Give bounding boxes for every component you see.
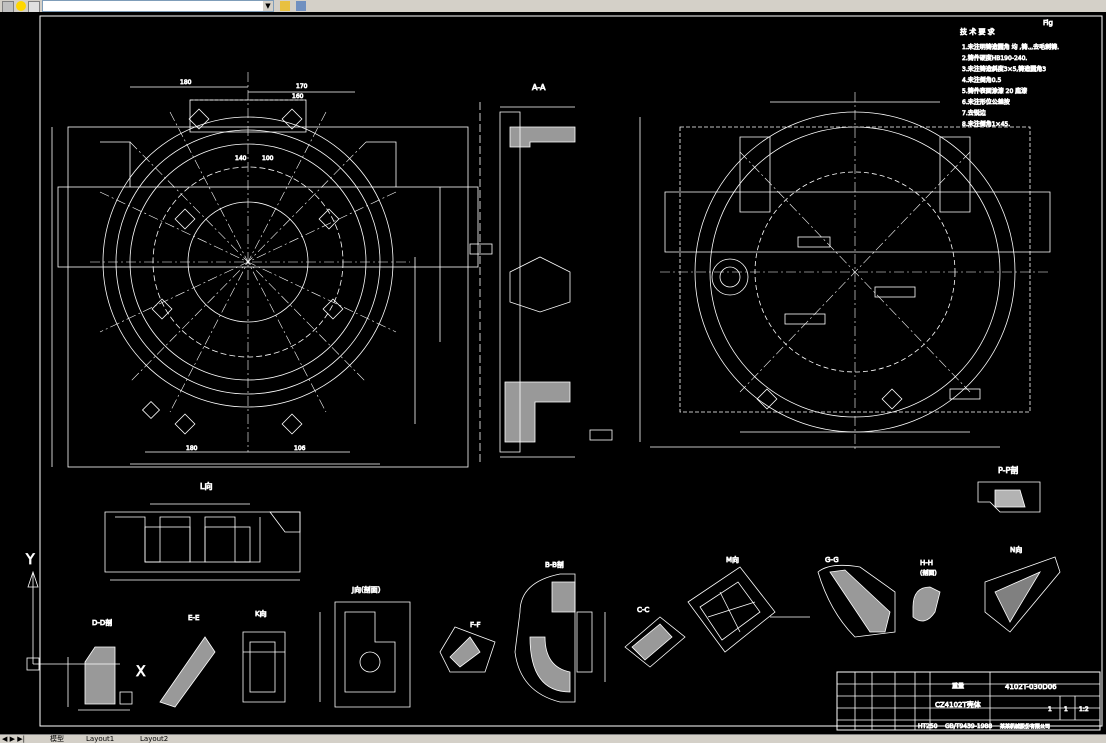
label-section-gg: G-G — [825, 556, 839, 564]
label-view-k: K向 — [255, 609, 267, 618]
label-section-pp: P-P剖 — [998, 465, 1018, 475]
label-section-bb: B-B剖 — [545, 560, 564, 569]
dim-180b: 180 — [186, 445, 198, 452]
tech-note-line: 6.未注形位公差按 — [962, 98, 1010, 106]
layer-previous-icon[interactable] — [280, 1, 290, 11]
layout-tabs-bar: ◀ ▶ ▶| 模型 Layout1 Layout2 — [0, 734, 1106, 743]
dim-160: 160 — [292, 93, 304, 100]
tech-note-line: 2.铸件硬度HB190-240. — [962, 54, 1027, 62]
section-ff — [439, 626, 496, 673]
title-weight-label: 重量 — [952, 682, 964, 690]
layer-manager-icon[interactable] — [296, 1, 306, 11]
ucs-icon — [26, 570, 120, 671]
label-section-ff: F-F — [470, 621, 481, 629]
label-section-hh: H-H — [920, 559, 933, 567]
side-view — [639, 92, 1051, 452]
section-bb — [514, 573, 606, 703]
view-l — [104, 503, 301, 581]
title-drawing-no: 4102T-030D06 — [1005, 683, 1057, 691]
tech-note-line: 7.去锐边 — [962, 109, 986, 117]
view-m — [687, 566, 810, 653]
label-view-j: J向(剖面) — [351, 585, 381, 594]
cad-drawing: 180 170 160 140 100 180 106 A-A — [25, 15, 1103, 731]
tab-nav-icon[interactable]: ◀ ▶ ▶| — [2, 735, 25, 743]
label-view-l: L向 — [200, 481, 212, 491]
section-aa — [469, 102, 613, 462]
sun-icon[interactable] — [16, 1, 26, 11]
section-ee — [159, 636, 216, 708]
dim-106: 106 — [294, 445, 306, 452]
layer-dropdown[interactable]: ▼ — [42, 0, 274, 12]
section-hh — [912, 586, 941, 622]
view-n — [984, 556, 1061, 633]
tech-note-line: 3.未注铸造斜度3×5,铸造圆角3 — [962, 65, 1046, 73]
front-view — [51, 72, 479, 468]
title-material: HT250 — [918, 723, 938, 730]
dim-140: 140 — [235, 155, 247, 162]
label-section-dd: D-D剖 — [92, 618, 112, 627]
dim-180: 180 — [180, 79, 192, 86]
title-scale: 1:2 — [1079, 706, 1089, 713]
tech-note-line: 8.未注倒角1×45. — [962, 120, 1010, 128]
section-gg — [817, 564, 896, 638]
tab-model[interactable]: 模型 — [50, 735, 64, 743]
label-section-ee: E-E — [188, 614, 199, 622]
tab-layout2[interactable]: Layout2 — [140, 735, 169, 743]
chevron-down-icon[interactable]: ▼ — [263, 1, 273, 11]
label-section-hh-sub: (剖面) — [920, 569, 937, 577]
dim-170: 170 — [296, 83, 308, 90]
label-view-m: M向 — [726, 555, 739, 564]
viewport-label: Fig — [1043, 19, 1053, 27]
sheet-border — [39, 15, 1103, 727]
title-sheet: 1 — [1048, 706, 1052, 713]
section-pp — [977, 481, 1041, 513]
view-k — [242, 631, 286, 703]
title-company: 某某机械股份有限公司 — [1000, 723, 1050, 730]
toolbar: ▼ — [0, 0, 1106, 13]
tech-notes-title: 技 术 要 求 — [960, 27, 995, 36]
label-section-aa: A-A — [532, 83, 546, 92]
ucs-y-label: Y — [25, 552, 35, 568]
tech-note-line: 5.铸件表面涂漆 20 底漆 — [962, 87, 1027, 95]
ucs-x-label: X — [136, 664, 146, 680]
drawing-canvas[interactable]: 180 170 160 140 100 180 106 A-A — [0, 12, 1106, 734]
section-dd — [67, 646, 133, 711]
tech-note-line: 4.未注倒角0.5 — [962, 76, 1001, 84]
title-block — [836, 671, 1101, 731]
title-standard: GB/T9439-1988 — [945, 723, 992, 730]
dim-100: 100 — [262, 155, 274, 162]
tech-note-line: 1.未注明铸造圆角 均 ,铸.,,去毛刺铸. — [962, 43, 1059, 51]
tech-notes: 技 术 要 求 1.未注明铸造圆角 均 ,铸.,,去毛刺铸. 2.铸件硬度HB1… — [960, 27, 1060, 129]
label-section-cc: C-C — [637, 606, 649, 614]
title-qty: 1 — [1064, 706, 1068, 713]
tab-layout1[interactable]: Layout1 — [86, 735, 115, 743]
label-view-n: N向 — [1010, 545, 1022, 554]
section-cc — [624, 616, 686, 668]
title-part-name: CZ4102T壳体 — [935, 700, 981, 709]
view-j — [319, 601, 411, 708]
